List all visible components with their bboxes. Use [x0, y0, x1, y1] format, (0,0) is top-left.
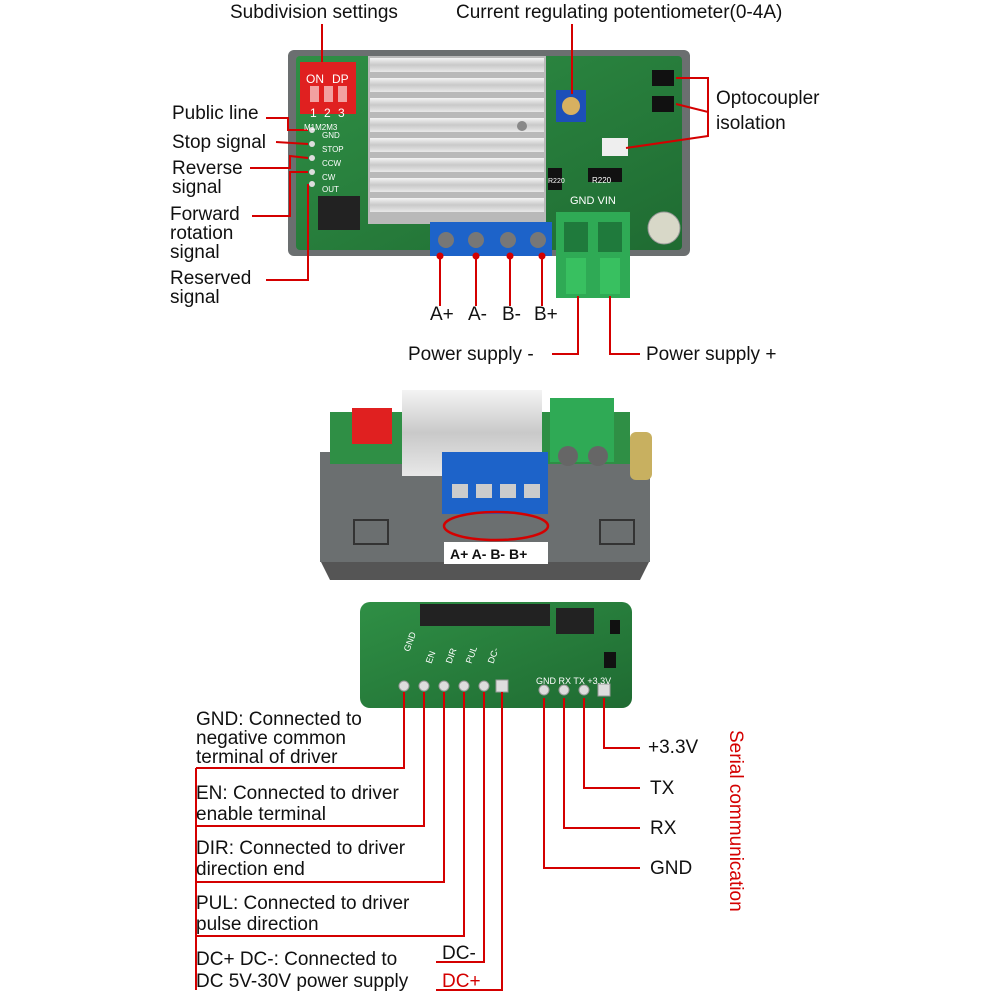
chip: [318, 196, 360, 230]
reverse-label-1: Reverse: [172, 158, 243, 179]
reserved-label-2: signal: [170, 287, 220, 308]
reverse-label-2: signal: [172, 177, 222, 198]
power-plus-label: Power supply +: [646, 344, 777, 365]
top-leaders: [250, 24, 709, 355]
silk-r220-a: R220: [548, 178, 565, 185]
opto-label-2: isolation: [716, 113, 786, 134]
v33-label: +3.3V: [648, 737, 699, 758]
bottom-board: [360, 602, 632, 708]
forward-label-1: Forward: [170, 204, 240, 225]
silk-m: M1M2M3: [304, 123, 338, 132]
opto-header-2: [652, 96, 674, 112]
ribbon-connector: [420, 604, 550, 626]
terminal-b-minus: B-: [502, 304, 521, 325]
current-pot-label: Current regulating potentiometer(0-4A): [456, 2, 783, 23]
top-module: [288, 50, 690, 298]
gnd-serial-label: GND: [650, 858, 693, 879]
forward-label-3: signal: [170, 242, 220, 263]
subdivision-label: Subdivision settings: [230, 2, 398, 23]
forward-label-2: rotation: [170, 223, 234, 244]
stop-signal-label: Stop signal: [172, 132, 267, 153]
dip-num-1: 1: [310, 106, 317, 120]
dc-desc-2: DC 5V-30V power supply: [196, 971, 409, 992]
silk-gnd-vin: GND VIN: [570, 195, 616, 207]
silk-ccw: CCW: [322, 159, 342, 168]
opto-label-1: Optocoupler: [716, 88, 820, 109]
gnd-desc-1: GND: Connected to: [196, 709, 362, 730]
en-desc-1: EN: Connected to driver: [196, 783, 399, 804]
tx-label: TX: [650, 778, 675, 799]
serial-comm-wrap: Serial communication: [722, 730, 750, 915]
dc-plus-label: DC+: [442, 971, 481, 992]
public-line-label: Public line: [172, 103, 259, 124]
dc-desc-1: DC+ DC-: Connected to: [196, 949, 398, 970]
dip-dp-label: DP: [332, 72, 349, 86]
pul-desc-2: pulse direction: [196, 914, 319, 935]
middle-blue-terminal: [442, 452, 548, 514]
silk-r220-b: R220: [592, 176, 612, 185]
silk-bottom-serial: GND RX TX +3.3V: [536, 676, 612, 686]
pin-highlight: [442, 510, 550, 542]
pul-desc-1: PUL: Connected to driver: [196, 893, 410, 914]
gnd-desc-3: terminal of driver: [196, 747, 338, 768]
reserved-label-1: Reserved: [170, 268, 252, 289]
dc-minus-label: DC-: [442, 943, 476, 964]
opto-header-1: [652, 70, 674, 86]
rx-label: RX: [650, 818, 677, 839]
silk-gnd: GND: [322, 131, 340, 140]
dip-num-2: 2: [324, 106, 331, 120]
terminal-b-plus: B+: [534, 304, 558, 325]
silk-cw: CW: [322, 173, 336, 182]
terminal-a-minus: A-: [468, 304, 487, 325]
dir-desc-1: DIR: Connected to driver: [196, 838, 406, 859]
en-desc-2: enable terminal: [196, 804, 326, 825]
middle-capacitor: [630, 432, 652, 480]
dip-on-label: ON: [306, 72, 324, 86]
middle-terminal-label: A+ A- B- B+: [450, 546, 528, 562]
heatsink: [368, 56, 546, 224]
power-minus-label: Power supply -: [408, 344, 534, 365]
serial-comm-label: Serial communication: [725, 730, 746, 912]
middle-dip: [352, 408, 392, 444]
dir-desc-2: direction end: [196, 859, 305, 880]
opto-chip: [602, 138, 628, 156]
middle-module: [320, 390, 652, 580]
terminal-a-plus: A+: [430, 304, 454, 325]
silk-out: OUT: [322, 185, 339, 194]
dip-num-3: 3: [338, 106, 345, 120]
silk-stop: STOP: [322, 145, 344, 154]
bottom-leaders: [195, 692, 640, 991]
gnd-desc-2: negative common: [196, 728, 346, 749]
